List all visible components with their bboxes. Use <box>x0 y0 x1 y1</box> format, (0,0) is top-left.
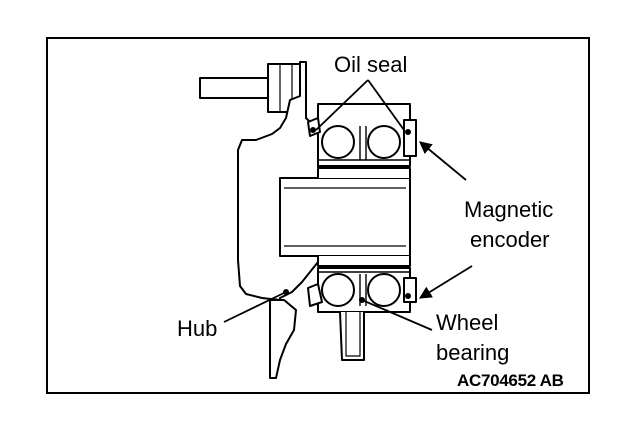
leader-hub <box>223 291 287 323</box>
leader-encoder-lower <box>418 265 473 299</box>
bearing-ball-bottom-right <box>367 273 401 307</box>
leader-wheel-bearing <box>361 299 433 331</box>
label-magnetic: Magnetic <box>464 197 554 222</box>
bearing-ball-top-left <box>321 125 355 159</box>
label-encoder: encoder <box>470 227 550 252</box>
label-bearing: bearing <box>436 340 510 365</box>
wheel-stud <box>199 77 271 99</box>
leader-oil-seal-left <box>315 79 369 131</box>
figure-code: AC704652 AB <box>457 371 564 390</box>
leader-encoder-upper <box>419 141 467 181</box>
label-oil-seal: Oil seal <box>334 52 408 77</box>
hub-bore <box>279 177 411 257</box>
hub-lower-flange <box>269 299 297 379</box>
bearing-ball-top-right <box>367 125 401 159</box>
label-wheel: Wheel <box>436 310 499 335</box>
label-hub: Hub <box>177 316 218 341</box>
bearing-ball-bottom-left <box>321 273 355 307</box>
oil-seal-inner-bottom <box>307 283 323 307</box>
leader-oil-seal-right <box>367 79 405 131</box>
